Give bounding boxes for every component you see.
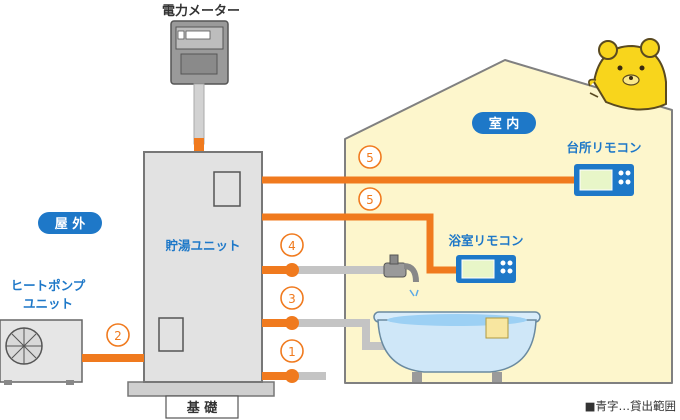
legend-note: ■青字…貸出範囲 <box>585 399 676 413</box>
joint-4 <box>285 263 299 277</box>
faucet-icon <box>383 254 419 297</box>
bath-remote-icon <box>456 255 516 283</box>
outdoor-badge <box>38 212 102 234</box>
house-shape <box>344 59 673 384</box>
kitchen-remote-icon <box>574 164 634 196</box>
heat-pump-label-line2: ユニット <box>23 296 73 311</box>
bathtub-icon <box>373 311 541 382</box>
meter-conduit-orange <box>194 138 204 152</box>
bath-remote-label: 浴室リモコン <box>448 233 523 248</box>
outdoor-label: 屋 外 <box>55 216 86 232</box>
marker-5-bath: 5 <box>366 193 374 207</box>
meter-conduit <box>193 83 205 145</box>
foundation-base <box>127 381 275 397</box>
hot-water-tank <box>143 151 263 383</box>
marker-5-kitchen: 5 <box>366 151 374 165</box>
joint-3 <box>285 316 299 330</box>
marker-1: 1 <box>288 345 296 359</box>
marker-2: 2 <box>114 329 122 343</box>
joint-1 <box>285 369 299 383</box>
heat-pump-unit <box>0 319 83 385</box>
foundation-label: 基 礎 <box>186 400 219 416</box>
marker-4: 4 <box>288 239 296 253</box>
indoor-badge <box>472 112 536 134</box>
pipes <box>82 176 576 380</box>
kitchen-remote-label: 台所リモコン <box>566 140 641 155</box>
foundation-label-box <box>165 395 239 419</box>
number-markers <box>106 145 382 363</box>
meter-label: 電力メーター <box>162 3 240 19</box>
marker-3: 3 <box>288 292 296 306</box>
bear-mascot-icon <box>588 38 667 111</box>
tank-label: 貯湯ユニット <box>165 238 240 253</box>
heat-pump-label-line1: ヒートポンプ <box>11 278 86 293</box>
indoor-label: 室 内 <box>489 116 520 132</box>
electric-meter-icon <box>170 20 229 85</box>
